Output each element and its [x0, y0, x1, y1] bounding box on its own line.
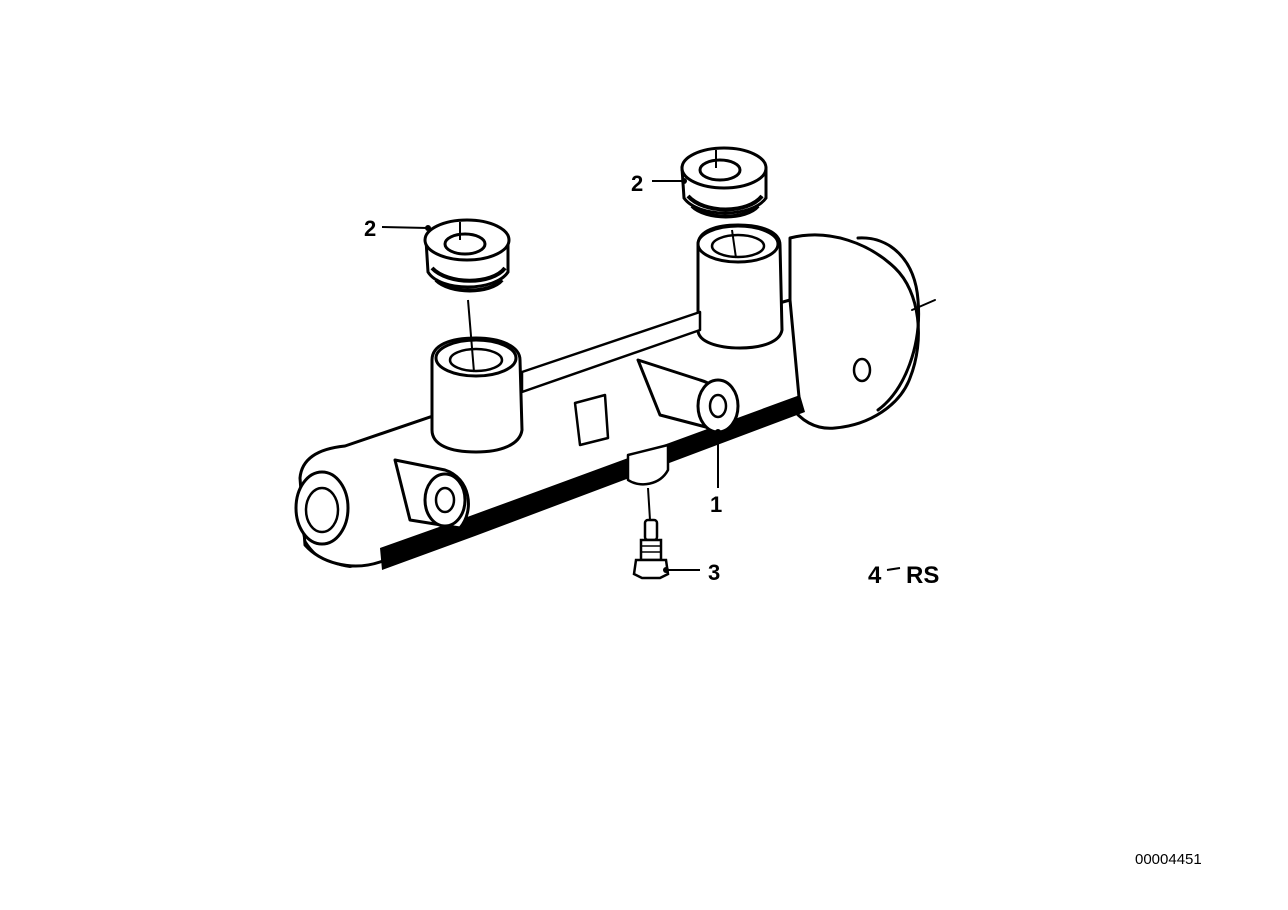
pushrod-line	[911, 299, 936, 311]
top-web	[520, 310, 702, 394]
front-end-face	[304, 486, 340, 534]
leader-lines	[381, 180, 901, 571]
front-outlet-thread	[434, 486, 456, 514]
reservoir-port-right-inner	[710, 233, 766, 259]
master-cylinder-body	[294, 223, 936, 570]
flange-bolt-hole	[852, 357, 872, 383]
leader-dot-part-2b	[681, 178, 687, 184]
leader-dot-part-2a	[425, 225, 431, 231]
document-number: 00004451	[1135, 851, 1202, 868]
section-code-number: 4	[868, 562, 882, 589]
body-underside-shadow	[380, 395, 805, 570]
callout-part-2a: 2	[364, 216, 376, 241]
bleed-screw	[632, 518, 670, 580]
reservoir-seal-right	[680, 146, 768, 219]
leader-section	[886, 567, 901, 571]
bleed-boss	[626, 443, 670, 486]
assembly-lines	[459, 150, 737, 521]
section-code-suffix: RS	[906, 562, 939, 589]
reservoir-seal-left	[423, 218, 511, 293]
reservoir-port-left-inner	[448, 347, 504, 373]
mounting-flange	[788, 233, 920, 430]
callout-part-1: 1	[710, 492, 722, 517]
leader-dot-part-1	[715, 429, 721, 435]
flange-rim	[856, 236, 921, 412]
body-window	[573, 393, 610, 447]
leader-part-2a	[381, 226, 429, 229]
callout-part-2b: 2	[631, 171, 643, 196]
side-outlet-thread	[708, 393, 728, 419]
front-underside-shadow	[300, 525, 380, 568]
callout-part-3: 3	[708, 560, 720, 585]
leader-dot-part-3	[663, 567, 669, 573]
